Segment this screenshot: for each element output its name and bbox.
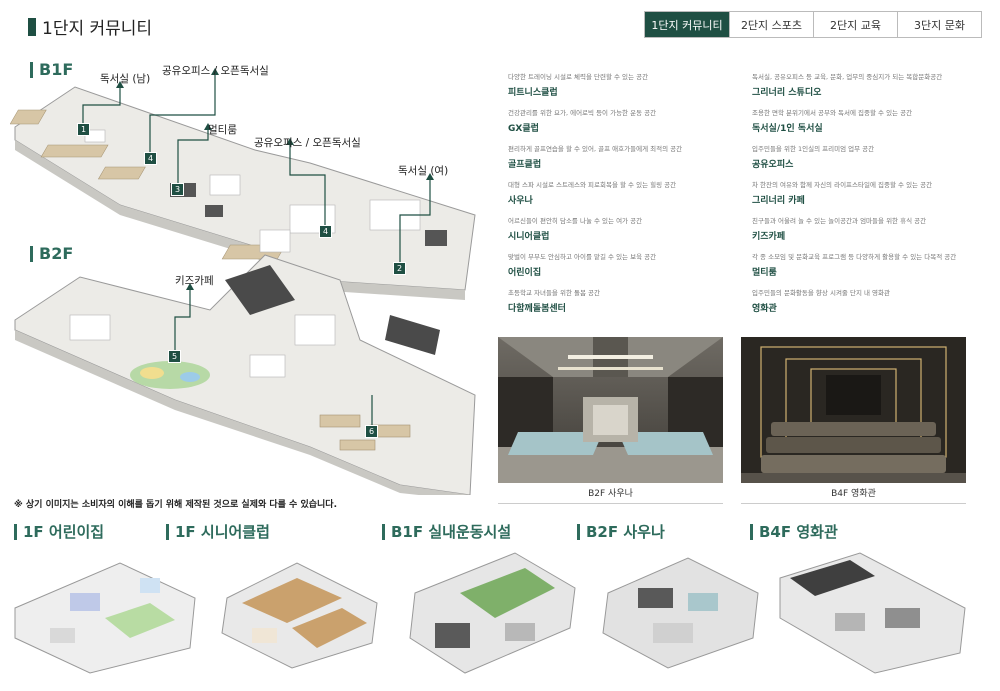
tab-complex2-sports[interactable]: 2단지 스포츠 [729, 12, 813, 37]
tab-complex1-community[interactable]: 1단지 커뮤니티 [645, 12, 729, 37]
cinema-photo [741, 337, 966, 483]
floor-plan-drawing [9, 68, 476, 500]
sauna-photo [498, 337, 723, 483]
floor-label-b1f: B1F [30, 62, 73, 78]
callout-kids-cafe: 키즈카페 [175, 275, 214, 287]
floor-label-b2f: B2F [30, 246, 73, 262]
mini-title-b4f-cinema: B4F 영화관 [750, 524, 838, 540]
callout-reading-room-male: 독서실 (남) [100, 73, 151, 85]
tab-complex3-culture[interactable]: 3단지 문화 [897, 12, 981, 37]
cinema-photo-caption: B4F 영화관 [741, 483, 966, 504]
callout-reading-room-female: 독서실 (여) [398, 165, 449, 177]
marker-1: 1 [77, 123, 90, 136]
complex-tabs: 1단지 커뮤니티 2단지 스포츠 2단지 교육 3단지 문화 [644, 11, 982, 38]
marker-6: 6 [365, 425, 378, 438]
mini-title-1f-senior: 1F 시니어클럽 [166, 524, 270, 540]
mini-title-b2f-sauna: B2F 사우나 [577, 524, 665, 540]
mini-plan-daycare [10, 548, 200, 678]
marker-4a: 4 [144, 152, 157, 165]
mini-plan-gym [405, 548, 585, 678]
page-title: 1단지 커뮤니티 [28, 14, 152, 39]
marker-2: 2 [393, 262, 406, 275]
marker-5: 5 [168, 350, 181, 363]
floor-plan-image: 독서실 (남) 공유오피스 / 오픈독서실 멀티룸 공유오피스 / 오픈독서실 … [9, 55, 490, 500]
mini-plan-sauna [598, 548, 763, 678]
callout-multi-room: 멀티룸 [208, 124, 237, 136]
callout-shared-office-2: 공유오피스 / 오픈독서실 [254, 137, 361, 149]
mini-title-b1f-gym: B1F 실내운동시설 [382, 524, 511, 540]
tab-complex2-education[interactable]: 2단지 교육 [813, 12, 897, 37]
callout-shared-office-1: 공유오피스 / 오픈독서실 [162, 65, 269, 77]
disclaimer: ※ 상기 이미지는 소비자의 이해를 돕기 위해 제작된 것으로 실제와 다를 … [14, 500, 338, 510]
title-bar-icon [28, 17, 36, 36]
mini-plan-cinema [775, 548, 970, 678]
facility-item: 각 종 소모임 및 문화교육 프로그램 등 다양하게 활용할 수 있는 다목적 … [752, 253, 957, 278]
marker-3: 3 [171, 183, 184, 196]
marker-4b: 4 [319, 225, 332, 238]
page-title-text: 1단지 커뮤니티 [42, 19, 153, 39]
mini-plan-senior [212, 548, 387, 678]
sauna-photo-caption: B2F 사우나 [498, 483, 723, 504]
mini-title-1f-daycare: 1F 어린이집 [14, 524, 104, 540]
